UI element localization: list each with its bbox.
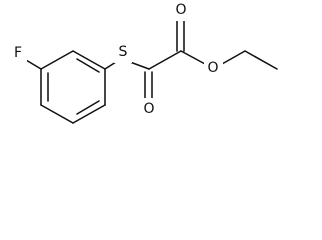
ester-oxygen-label: O	[207, 60, 218, 76]
sulfur-carbonyl-bond	[129, 61, 150, 70]
carbonyl-ester-oxygen-bond	[180, 50, 206, 65]
benzene-ring	[40, 50, 106, 124]
ester-carbonyl-oxygen-label-mask	[172, 0, 190, 21]
ethyl-fluorophenylthio-oxoacetate-structure: F S O O O	[10, 0, 278, 124]
ester-carbonyl-oxygen-label: O	[175, 2, 186, 18]
carbonyl-carbonyl-bond	[148, 50, 182, 70]
thioester-oxygen-label: O	[143, 101, 154, 117]
chemical-structure-canvas: F S O O O	[10, 0, 278, 124]
ring-aromatic-inner-bond-top	[76, 58, 100, 73]
thioester-oxygen-label-mask	[140, 98, 158, 119]
ring-bond-bottom-left	[40, 104, 74, 124]
ester-oxygen-ethyl-bond	[221, 50, 246, 65]
ethyl-carbon-carbon-bond	[244, 50, 278, 70]
fluorine-label: F	[14, 45, 22, 61]
ester-oxygen-label-mask	[204, 58, 223, 79]
ring-aromatic-inner-bond-bottom	[76, 100, 100, 115]
carbon-fluorine-bond	[25, 59, 42, 70]
ring-bond-top-right	[72, 50, 106, 70]
ring-bond-bottom-right	[72, 104, 106, 124]
ring-bond-top-left	[40, 50, 74, 70]
ring-sulfur-bond	[104, 61, 117, 70]
sulfur-label-mask	[114, 41, 132, 63]
fluorine-label-mask	[10, 43, 27, 63]
sulfur-label: S	[119, 44, 128, 60]
